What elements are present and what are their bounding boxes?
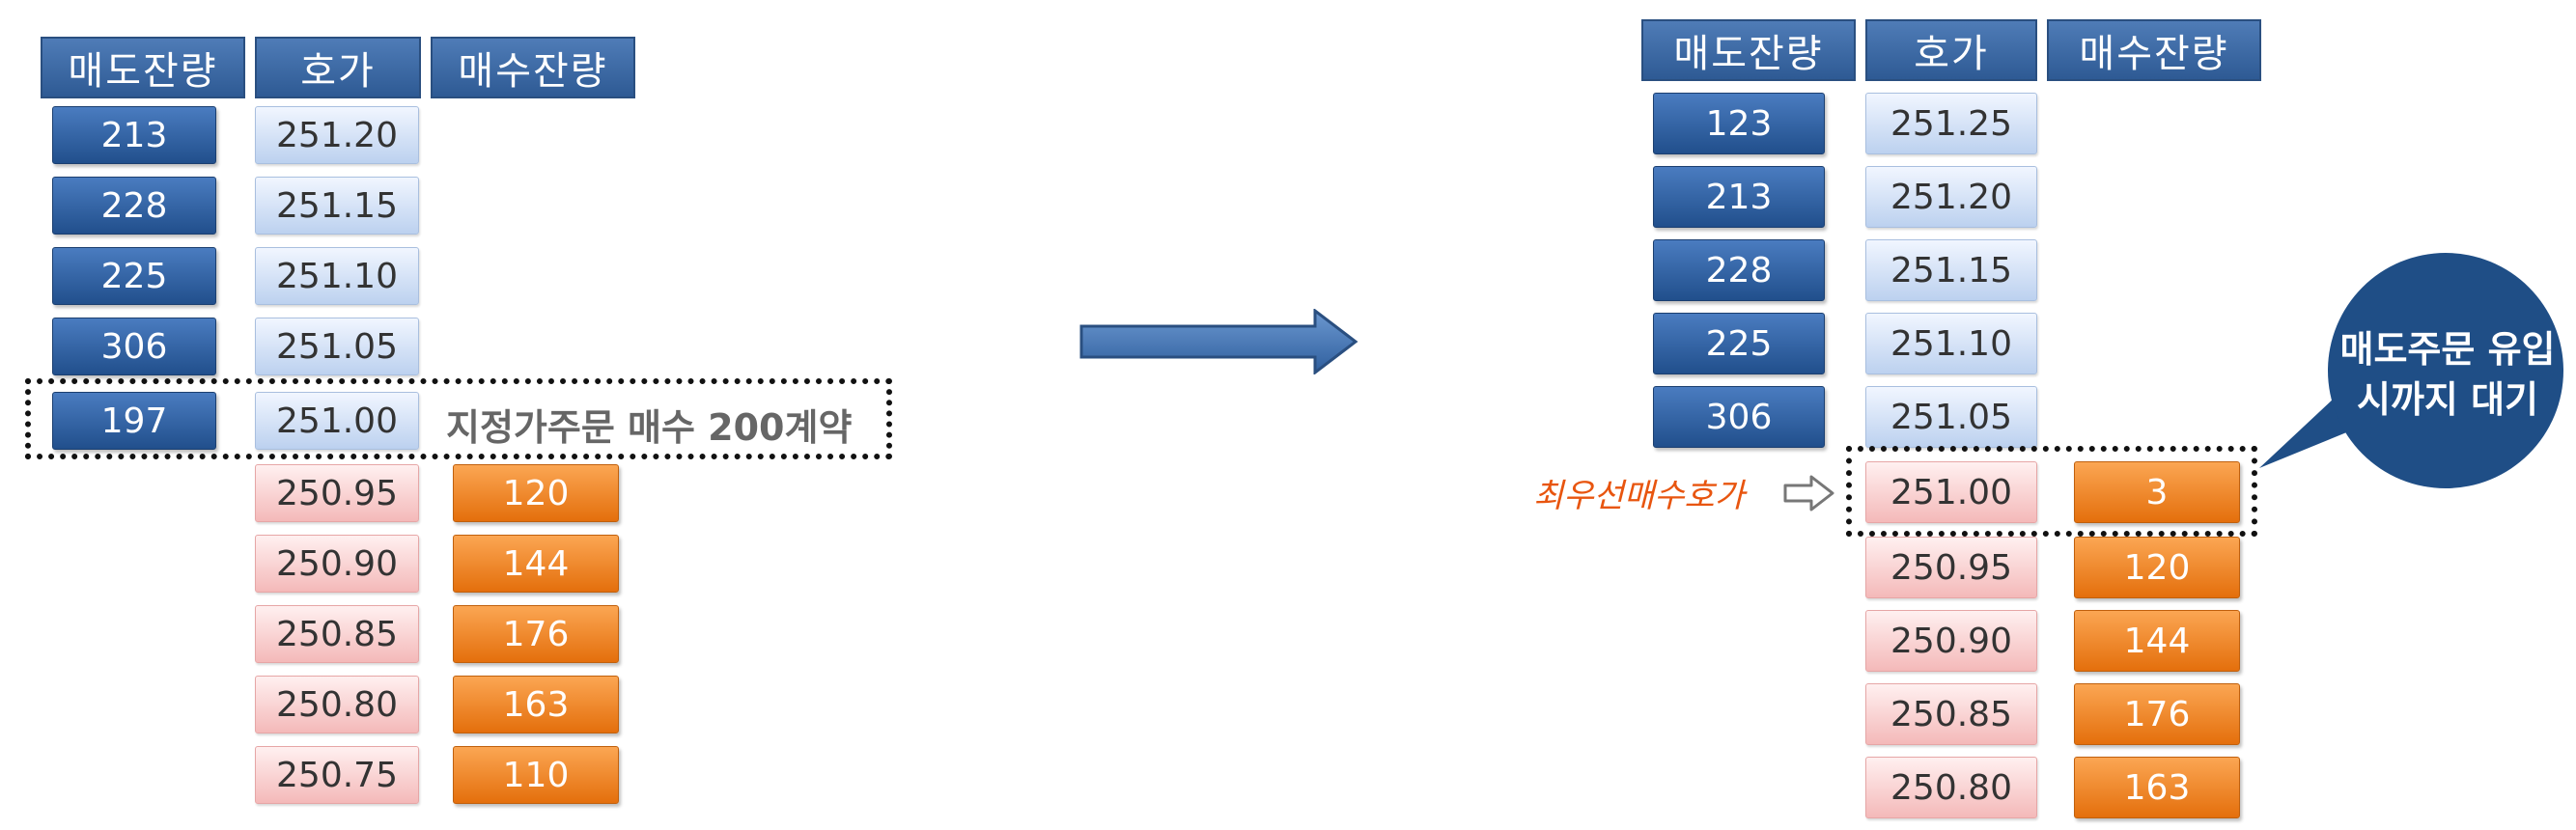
bid-price-cell: 250.95 — [1865, 537, 2037, 598]
sell-qty-cell: 225 — [1653, 313, 1825, 374]
header-price: 호가 — [1865, 19, 2037, 81]
best-bid-label: 최우선매수호가 — [1533, 477, 1745, 515]
ask-price-cell: 251.10 — [255, 247, 419, 305]
transition-arrow-icon — [1079, 309, 1358, 374]
ask-price-cell: 251.05 — [1865, 386, 2037, 448]
buy-qty-cell: 176 — [2074, 683, 2240, 745]
limit-order-note: 지정가주문 매수 200계약 — [446, 406, 853, 449]
buy-qty-cell: 3 — [2074, 461, 2240, 523]
ask-price-cell: 251.10 — [1865, 313, 2037, 374]
ask-price-cell: 251.15 — [1865, 239, 2037, 301]
right-arrow-icon — [1783, 475, 1834, 512]
header-buy-qty: 매수잔량 — [2047, 19, 2261, 81]
sell-qty-cell: 213 — [52, 106, 216, 164]
callout-bubble-icon — [2259, 253, 2563, 488]
bid-price-cell: 250.75 — [255, 746, 419, 804]
sell-qty-cell: 197 — [52, 392, 216, 450]
bid-price-cell: 250.90 — [1865, 610, 2037, 672]
ask-price-cell: 251.20 — [255, 106, 419, 164]
sell-qty-cell: 225 — [52, 247, 216, 305]
bid-price-cell: 250.80 — [1865, 757, 2037, 818]
ask-price-cell: 251.20 — [1865, 166, 2037, 228]
best-bid-highlight — [1846, 446, 2257, 537]
bid-price-cell: 250.95 — [255, 464, 419, 522]
header-buy-qty: 매수잔량 — [431, 37, 635, 98]
buy-qty-cell: 120 — [453, 464, 619, 522]
sell-qty-cell: 228 — [1653, 239, 1825, 301]
sell-qty-cell: 213 — [1653, 166, 1825, 228]
buy-qty-cell: 163 — [2074, 757, 2240, 818]
buy-qty-cell: 176 — [453, 605, 619, 663]
header-price: 호가 — [255, 37, 421, 98]
bid-price-cell: 251.00 — [1865, 461, 2037, 523]
callout-line-1: 매도주문 유입 — [2339, 328, 2556, 371]
callout-text: 매도주문 유입 시까지 대기 — [2300, 324, 2576, 425]
sell-qty-cell: 123 — [1653, 93, 1825, 154]
buy-qty-cell: 110 — [453, 746, 619, 804]
sell-qty-cell: 306 — [52, 318, 216, 375]
callout-line-2: 시까지 대기 — [2356, 378, 2539, 421]
bid-price-cell: 250.85 — [1865, 683, 2037, 745]
bid-price-cell: 250.90 — [255, 535, 419, 593]
ask-price-cell: 251.15 — [255, 177, 419, 235]
buy-qty-cell: 163 — [453, 676, 619, 733]
ask-price-cell: 251.05 — [255, 318, 419, 375]
sell-qty-cell: 228 — [52, 177, 216, 235]
sell-qty-cell: 306 — [1653, 386, 1825, 448]
buy-qty-cell: 120 — [2074, 537, 2240, 598]
ask-price-cell: 251.25 — [1865, 93, 2037, 154]
bid-price-cell: 250.85 — [255, 605, 419, 663]
buy-qty-cell: 144 — [2074, 610, 2240, 672]
buy-qty-cell: 144 — [453, 535, 619, 593]
ask-price-cell: 251.00 — [255, 392, 419, 450]
limit-order-highlight — [25, 378, 892, 459]
header-sell-qty: 매도잔량 — [1641, 19, 1856, 81]
bid-price-cell: 250.80 — [255, 676, 419, 733]
header-sell-qty: 매도잔량 — [41, 37, 245, 98]
